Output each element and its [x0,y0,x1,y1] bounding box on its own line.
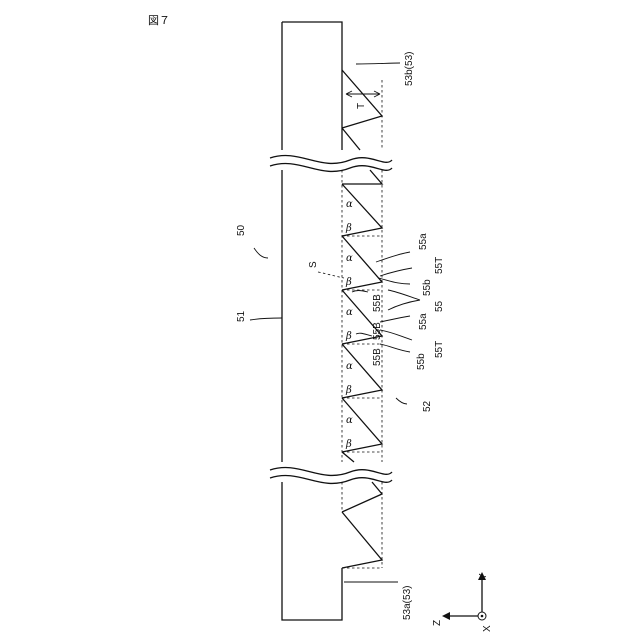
beta-mark: β [345,439,352,450]
reference-labels: 50 51 S 53b(53) 53a(53) 52 55a 55T 55b 5… [236,52,445,620]
coordinate-axes: Y Z X [432,572,493,632]
prism-structure-52 [342,70,382,568]
angle-markers: α β α β α β α β α β [345,199,353,450]
alpha-mark: α [346,415,353,426]
beta-mark: β [345,331,352,342]
figure-title: 図７ [148,14,170,27]
label-55B-middle: 55B [372,322,383,340]
label-50: 50 [236,224,247,236]
substrate-51 [282,22,342,620]
label-55B-upper: 55B [372,294,383,312]
label-55T-lower: 55T [434,341,445,358]
axis-x-label: X [482,625,493,632]
label-55: 55 [434,300,445,312]
alpha-mark: α [346,307,353,318]
label-55T-upper: 55T [434,257,445,274]
alpha-mark: α [346,253,353,264]
leader-lines [250,63,420,582]
label-S: S [308,261,319,268]
label-55a-upper: 55a [418,233,429,250]
label-55B-lower: 55B [372,348,383,366]
alpha-mark: α [346,361,353,372]
label-52: 52 [422,400,433,412]
label-51: 51 [236,310,247,322]
beta-mark: β [345,277,352,288]
axis-y-label: Y [478,573,489,580]
beta-mark: β [345,385,352,396]
dimension-T: T [346,91,380,109]
beta-mark: β [345,223,352,234]
label-55b-lower: 55b [416,353,427,370]
alpha-mark: α [346,199,353,210]
label-53a: 53a(53) [402,586,413,620]
label-53b: 53b(53) [404,52,415,86]
axis-z-label: Z [432,620,443,626]
label-55b-upper: 55b [422,279,433,296]
label-55a-lower: 55a [418,313,429,330]
label-T: T [356,103,367,109]
